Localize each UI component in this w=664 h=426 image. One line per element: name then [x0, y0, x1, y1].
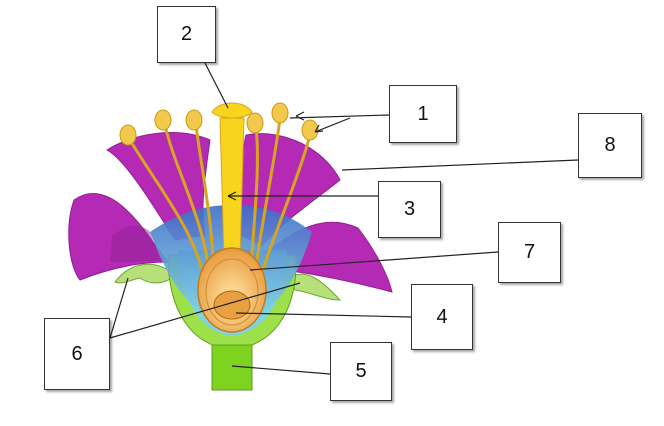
- stigma: [211, 102, 253, 119]
- ovary: [197, 247, 267, 333]
- pistil: [197, 102, 267, 333]
- label-box-8[interactable]: 8: [578, 113, 642, 178]
- anther-4: [246, 112, 264, 134]
- leader-line-5: [231, 365, 331, 375]
- leader-arrow-3: [227, 191, 237, 201]
- leader-lines: [109, 62, 579, 375]
- leader-line-1: [289, 114, 390, 119]
- label-box-3[interactable]: 3: [378, 181, 441, 238]
- anther-3: [185, 109, 203, 131]
- label-box-6[interactable]: 6: [44, 318, 110, 390]
- leader-line-6a: [109, 277, 129, 339]
- leader-line-4: [235, 312, 412, 318]
- filament-1: [128, 139, 208, 286]
- leader-line-8: [341, 159, 579, 171]
- anther-2: [154, 109, 172, 131]
- leader-line-2: [204, 62, 229, 109]
- anther-1: [119, 124, 137, 146]
- leader-arrows-1: [295, 111, 351, 133]
- style: [219, 117, 245, 259]
- label-box-5[interactable]: 5: [330, 342, 392, 401]
- anthers: [119, 102, 319, 146]
- label-box-1[interactable]: 1: [389, 85, 457, 143]
- filament-6: [256, 134, 312, 286]
- label-box-4[interactable]: 4: [411, 284, 473, 350]
- ovary-wall: [205, 258, 259, 326]
- filament-5: [252, 117, 282, 281]
- stamens: [128, 117, 312, 286]
- petal-shade: [110, 225, 160, 262]
- label-box-7[interactable]: 7: [498, 222, 561, 283]
- anther-6: [301, 119, 319, 141]
- label-box-2[interactable]: 2: [157, 6, 216, 63]
- filament-2: [163, 124, 212, 281]
- anther-5: [271, 102, 289, 124]
- leader-line-6b: [109, 282, 301, 339]
- sepal-right: [287, 273, 342, 301]
- leader-line-7: [249, 251, 499, 271]
- ovule: [213, 290, 251, 320]
